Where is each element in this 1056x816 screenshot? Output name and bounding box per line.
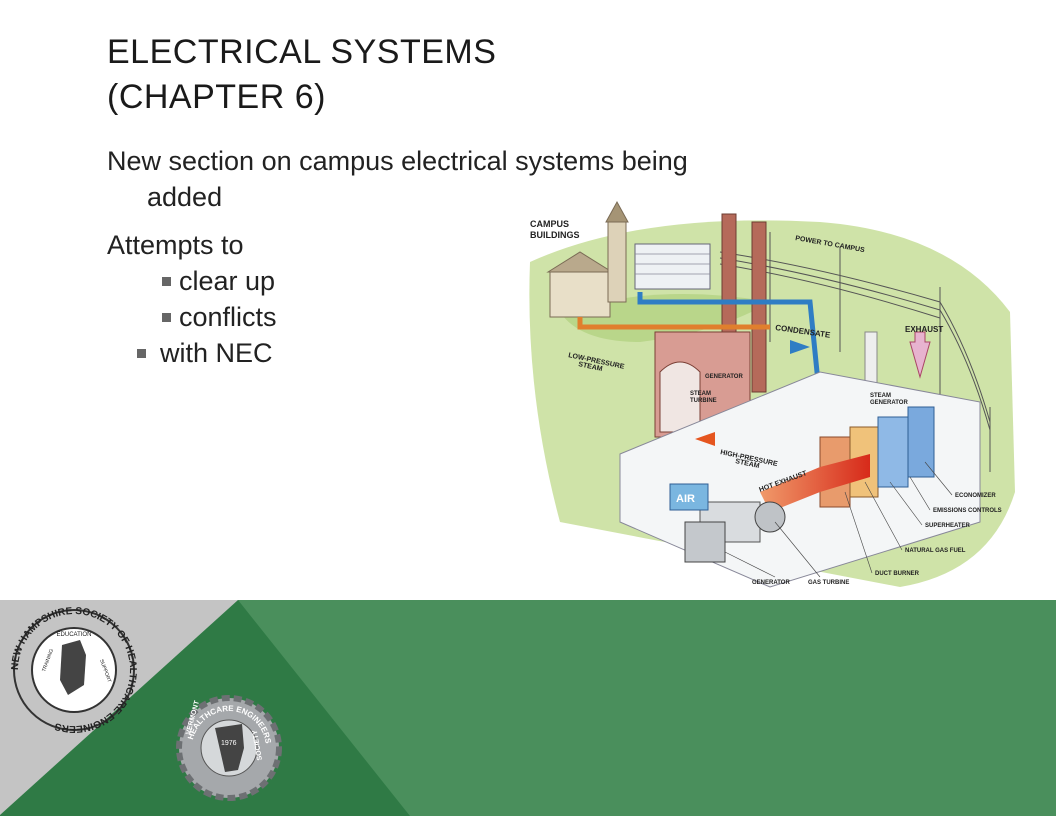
bullet-text: conflicts (179, 302, 277, 332)
air-intake (669, 483, 709, 511)
nh-logo-education: EDUCATION (57, 632, 92, 638)
diagram-label-economizer: ECONOMIZER (955, 493, 996, 499)
slide-title: ELECTRICAL SYSTEMS (CHAPTER 6) (107, 30, 496, 120)
bullet-square-icon (137, 348, 146, 358)
diagram-label-generator-bottom: GENERATOR (752, 580, 790, 586)
diagram-label-generator-top: GENERATOR (705, 374, 743, 380)
bullet-item: with NEC (107, 335, 887, 371)
diagram-label-high-pressure-steam: STEAM (735, 458, 761, 470)
diagram-label-air: AIR (676, 493, 695, 505)
leader-lines (724, 461, 953, 578)
diagram-label-natural-gas: NATURAL GAS FUEL (905, 548, 966, 554)
diagram-label-steam-generator-2: GENERATOR (870, 400, 908, 406)
condensate-arrow (790, 340, 810, 354)
nh-society-logo: NEW HAMPSHIRE SOCIETY OF HEALTHCARE ENGI… (10, 606, 138, 734)
vt-logo-year: 1976 (221, 740, 237, 747)
diagram-label-buildings: BUILDINGS (530, 230, 580, 240)
diagram-label-duct-burner: DUCT BURNER (875, 571, 920, 577)
bullet-square-icon (162, 276, 171, 286)
lawn-patch (560, 294, 770, 342)
diagram-label-exhaust: EXHAUST (905, 325, 943, 334)
footer-band: NEW HAMPSHIRE SOCIETY OF HEALTHCARE ENGI… (0, 600, 1056, 816)
vt-state-outline (215, 724, 244, 772)
diagram-label-campus: CAMPUS (530, 219, 569, 229)
power-lines (719, 232, 991, 472)
diagram-label-steam-turbine-2: TURBINE (690, 398, 717, 404)
bullet-square-icon (162, 312, 171, 322)
exhaust-arrow (909, 331, 931, 379)
low-pressure-steam-pipe (577, 317, 770, 330)
vt-society-logo: HEALTHCARE ENGINEERS VERMONT SOCIETY 197… (176, 695, 282, 801)
diagram-label-gas-turbine: GAS TURBINE (808, 580, 849, 586)
gas-turbine (684, 501, 786, 563)
slide-body: New section on campus electrical systems… (107, 143, 887, 371)
bullet-item: conflicts (107, 299, 887, 335)
diagram-label-steam-turbine-1: STEAM (690, 391, 711, 397)
paragraph-line-2: added (147, 182, 223, 212)
paragraph-line-1: New section on campus electrical systems… (107, 146, 688, 176)
diagram-label-low-pressure-steam: STEAM (578, 361, 604, 373)
diagram-label-superheater: SUPERHEATER (925, 523, 971, 529)
hot-exhaust-flow (760, 454, 870, 512)
bullet-item: clear up (107, 263, 887, 299)
bullet-text: clear up (179, 266, 276, 296)
title-line-1: ELECTRICAL SYSTEMS (107, 33, 497, 71)
diagram-label-steam-generator-1: STEAM (870, 393, 891, 399)
title-line-2: (CHAPTER 6) (107, 78, 326, 116)
high-pressure-arrow (695, 432, 715, 446)
diagram-label-emissions-controls: EMISSIONS CONTROLS (933, 508, 1002, 514)
cogeneration-plant-diagram: CAMPUS BUILDINGS POWER TO CAMPUS CONDENS… (529, 200, 1015, 588)
nh-state-outline (60, 640, 86, 695)
campus-buildings (546, 200, 711, 318)
bullet-text: with NEC (160, 338, 273, 368)
paragraph-attempts: Attempts to (107, 230, 244, 260)
paragraph-new-section: New section on campus electrical systems… (107, 143, 887, 215)
